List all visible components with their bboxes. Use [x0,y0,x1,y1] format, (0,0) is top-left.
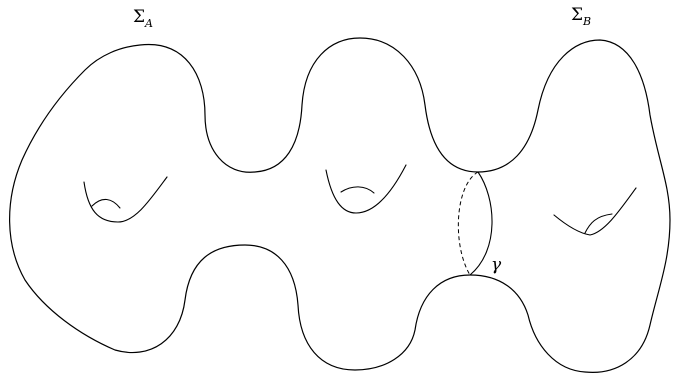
sigma-b-label: ΣB [571,5,591,28]
handle-hole-1-inner [92,199,120,208]
gamma-curve-front [470,172,492,275]
sigma-b-subscript: B [582,15,591,28]
gamma-label: γ [491,255,502,275]
sigma-a-symbol: Σ [133,7,145,27]
sigma-a-label: ΣA [133,7,153,30]
sigma-a-subscript: A [144,17,153,30]
gamma-curve-back [458,172,478,275]
handle-hole-2-inner [341,187,374,193]
handle-hole-2 [326,165,406,213]
handle-hole-1 [84,177,167,222]
handle-hole-3 [554,188,636,235]
sigma-b-symbol: Σ [571,5,583,25]
